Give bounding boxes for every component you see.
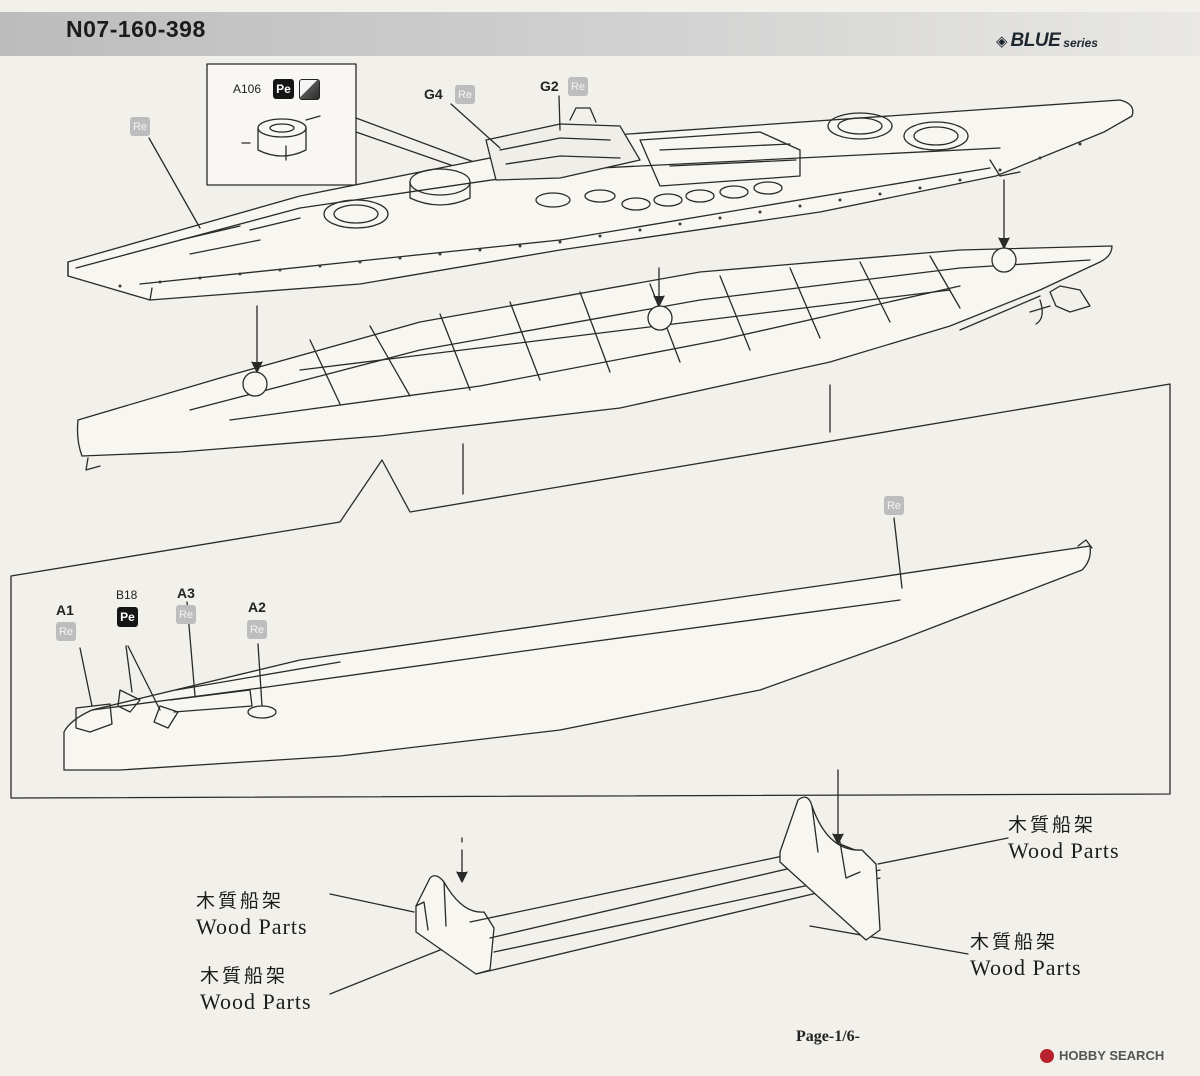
re-badge-g4: Re [455, 85, 475, 104]
inset-pe-badge: Pe [273, 79, 294, 99]
watermark: HOBBY SEARCH [1040, 1048, 1164, 1063]
re-badge-g2: Re [568, 77, 588, 96]
wood-callout-cn: 木質船架 [196, 890, 285, 912]
label-a3: A3 [177, 585, 195, 601]
wood-callout-cn: 木質船架 [200, 965, 289, 987]
wood-callout-en: Wood Parts [196, 914, 308, 939]
assembly-arrows [251, 179, 1010, 883]
page-number: Page-1/6- [796, 1028, 860, 1045]
wood-callout-left-top: 木質船架 Wood Parts [196, 888, 308, 940]
upper-deck-part [67, 99, 1134, 301]
lower-hull-part [63, 539, 1093, 771]
inset-callout [206, 63, 491, 186]
wood-callout-cn: 木質船架 [1008, 814, 1097, 836]
watermark-logo-icon [1040, 1048, 1054, 1063]
wood-callout-right-top: 木質船架 Wood Parts [1008, 812, 1120, 864]
wooden-stand [415, 796, 881, 975]
label-a2: A2 [248, 599, 266, 615]
wood-callout-cn: 木質船架 [970, 931, 1059, 953]
pe-badge-b18: Pe [117, 607, 138, 627]
re-badge-hull-deck: Re [130, 117, 150, 136]
wood-callout-left-bottom: 木質船架 Wood Parts [200, 963, 312, 1015]
re-badge-a1: Re [56, 622, 76, 641]
clear-part-icon [299, 79, 320, 100]
leader-lines [79, 95, 1009, 995]
header-bar [0, 12, 1200, 56]
label-b18: B18 [116, 588, 138, 602]
brand-suffix: series [1063, 36, 1098, 50]
kit-code: N07-160-398 [66, 16, 206, 42]
re-badge-a2: Re [247, 620, 267, 639]
wood-callout-en: Wood Parts [1008, 838, 1120, 863]
porthole-row [118, 142, 1082, 288]
label-g4: G4 [424, 86, 443, 102]
label-a1: A1 [56, 602, 74, 618]
label-g2: G2 [540, 78, 559, 94]
wood-callout-en: Wood Parts [970, 955, 1082, 980]
hull-part [76, 245, 1113, 495]
brand-name: BLUE [1010, 30, 1061, 51]
re-badge-a3: Re [176, 605, 196, 624]
lower-assembly-frame [10, 383, 1171, 799]
wood-callout-right-bottom: 木質船架 Wood Parts [970, 929, 1082, 981]
watermark-text: HOBBY SEARCH [1059, 1048, 1165, 1063]
brand-mark-icon: ◈ [996, 32, 1008, 50]
inset-part-label: A106 [233, 82, 262, 96]
re-badge-lower-hull: Re [884, 496, 904, 515]
wood-callout-en: Wood Parts [200, 989, 312, 1014]
brand-logo: ◈ BLUE series [996, 30, 1098, 52]
